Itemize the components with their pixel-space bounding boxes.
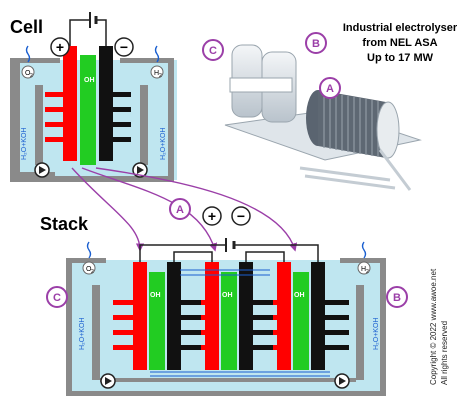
stack-cell-3: OH [273,262,349,370]
cell-plus-terminal [50,37,70,57]
cell-to-stack-connectors [71,167,298,252]
stack-diagram: Stack OH OH [40,206,386,396]
stack-cell-1: OH [113,262,201,370]
svg-text:C: C [53,292,61,304]
stack-cell-2: OH [201,262,273,370]
cell-cathode [99,46,113,161]
svg-text:2: 2 [30,73,33,79]
svg-text:OH: OH [222,292,233,299]
stack-h2-label: H [361,266,366,273]
copyright-line-1: Copyright © 2022 www.awoe.net [429,268,438,385]
svg-text:A: A [326,83,334,95]
svg-text:2: 2 [159,73,162,79]
cell-o2-label: O [25,70,31,77]
industrial-title: Industrial electrolyser [343,22,458,34]
stack-plus-label: + [208,208,216,224]
svg-text:B: B [312,38,320,50]
cell-title: Cell [10,17,43,37]
electrolyser-illustration [224,44,422,191]
svg-text:2: 2 [91,269,94,275]
stack-title: Stack [40,214,89,234]
callout-a-mid: A [169,198,191,220]
svg-text:A: A [176,204,184,216]
svg-text:2: 2 [366,269,369,275]
industrial-electrolyser: Industrial electrolyser from NEL ASA Up … [224,22,458,191]
callout-b-top: B [305,32,327,54]
cell-hydroxide-label: OH [84,77,95,84]
cell-electrolyte-right: H₂O+KOH [160,128,167,160]
copyright-line-2: All rights reserved [440,321,449,385]
industrial-capacity: Up to 17 MW [367,52,434,64]
cell-minus-terminal [114,37,134,57]
stack-electrolyte-left: H₂O+KOH [79,318,86,350]
cell-membrane [80,55,96,165]
cell-anode [63,46,77,161]
cell-h2-label: H [154,70,159,77]
stack-plus-terminal [202,206,222,226]
stack-electrolyte-right: H₂O+KOH [373,318,380,350]
callout-c-bottom: C [46,286,68,308]
cell-diagram: Cell + − [10,12,177,182]
callout-c-top: C [202,39,224,61]
svg-text:B: B [393,292,401,304]
svg-text:OH: OH [150,292,161,299]
cell-plus-label: + [56,39,64,55]
stack-o2-label: O [86,266,92,273]
stack-minus-terminal [231,206,251,226]
callout-b-bottom: B [386,286,408,308]
stack-minus-label: − [237,208,245,224]
cell-electrolyte-left: H₂O+KOH [21,128,28,160]
svg-text:OH: OH [294,292,305,299]
cell-minus-label: − [120,39,128,55]
callout-a-top: A [319,77,341,99]
industrial-vendor: from NEL ASA [362,37,437,49]
svg-text:C: C [209,45,217,57]
